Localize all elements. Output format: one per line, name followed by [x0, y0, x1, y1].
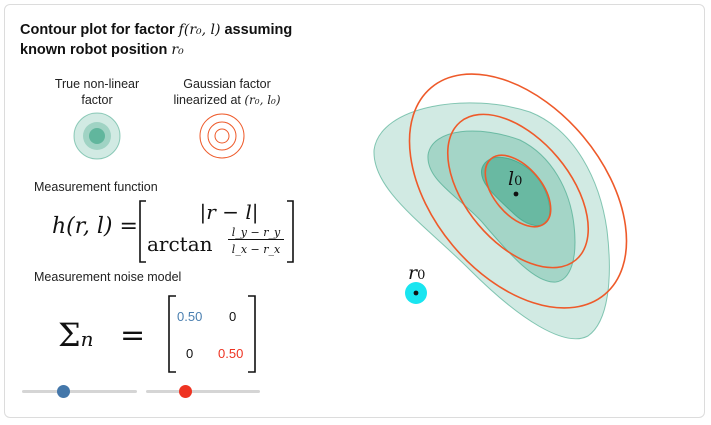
- sigma-y-slider-knob[interactable]: [179, 385, 193, 398]
- matrix-m12: 0: [229, 309, 237, 324]
- sigma-y-slider-track[interactable]: [146, 390, 260, 393]
- measurement-frac-num: l_y − r_y: [228, 226, 284, 240]
- measurement-frac-den: l_x − r_x: [231, 243, 281, 256]
- noise-lhs: Σn: [58, 316, 94, 354]
- measurement-row1: |r − l|: [199, 200, 259, 224]
- matrix-m22: 0.50: [218, 346, 244, 361]
- legend-gaussian-icon: [199, 113, 245, 159]
- gaussian-contour-outer: [408, 73, 628, 309]
- measurement-arctan: arctan: [147, 232, 213, 256]
- robot-label: r0: [408, 262, 426, 284]
- measurement-lhs: h(r, l) =: [52, 214, 138, 239]
- noise-equals: =: [120, 318, 146, 353]
- sigma-x-slider-knob[interactable]: [56, 385, 70, 398]
- figure-frame: [4, 4, 705, 418]
- legend-true-icon: [73, 112, 121, 160]
- matrix-m21: 0: [186, 346, 194, 361]
- gaussian-contour-middle: [446, 113, 590, 269]
- true-contour-outer: [373, 102, 610, 340]
- measurement-function-label: Measurement function: [34, 180, 158, 194]
- matrix-m11: 0.50: [177, 309, 203, 324]
- noise-matrix-brackets: [168, 295, 256, 373]
- noise-model-label: Measurement noise model: [34, 270, 182, 284]
- gaussian-contour-inner: [484, 154, 552, 228]
- robot-point: [413, 290, 419, 296]
- sigma-x-slider-track[interactable]: [22, 390, 137, 393]
- landmark-point: [513, 191, 519, 197]
- figure-title: Contour plot for factor f(r₀, l) assumin…: [20, 22, 293, 58]
- landmark-label: l0: [508, 168, 523, 190]
- gaussian-contours: [408, 73, 628, 309]
- measurement-brackets: [139, 200, 294, 263]
